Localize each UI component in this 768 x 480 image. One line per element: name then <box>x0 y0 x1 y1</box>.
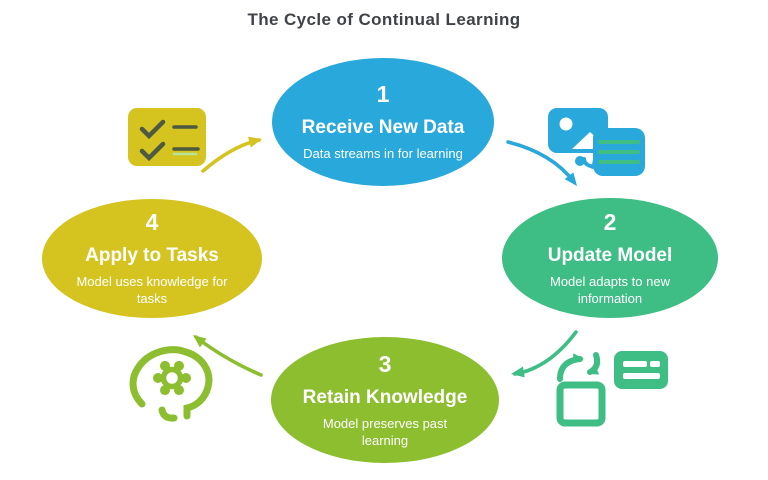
step-circle-update-model: 2 Update Model Model adapts to new infor… <box>498 194 722 322</box>
sync-box-icon <box>556 352 606 427</box>
data-stream-icon <box>548 108 608 170</box>
arrow-3-to-4 <box>193 335 263 377</box>
brain-gear-icon <box>129 346 213 422</box>
step-title: Apply to Tasks <box>85 245 219 267</box>
step-number: 4 <box>145 209 159 236</box>
step-description: Data streams in for learning <box>303 146 463 162</box>
step-title: Receive New Data <box>301 117 465 139</box>
step-number: 1 <box>376 81 390 108</box>
step-title: Update Model <box>547 244 673 266</box>
step-circle-receive-new-data: 1 Receive New Data Data streams in for l… <box>268 54 498 190</box>
step-description: Model uses knowledge for tasks <box>76 274 228 306</box>
step-circle-apply-to-tasks: 4 Apply to Tasks Model uses knowledge fo… <box>38 195 266 322</box>
arrow-2-to-3 <box>511 330 578 378</box>
step-description: Model adapts to new information <box>550 273 670 306</box>
step-number: 2 <box>603 208 617 235</box>
step-number: 3 <box>378 350 392 377</box>
checklist-icon <box>128 108 206 166</box>
step-description: Model preserves past learning <box>322 415 448 448</box>
diagram-title: The Cycle of Continual Learning <box>247 10 521 29</box>
step-circle-retain-knowledge: 3 Retain Knowledge Model preserves past … <box>267 333 503 467</box>
arrow-1-to-2 <box>506 140 577 186</box>
database-icon <box>593 128 645 176</box>
step-title: Retain Knowledge <box>302 386 468 408</box>
gear-glyph <box>153 360 191 396</box>
server-icon <box>614 351 668 389</box>
arrow-4-to-1 <box>201 136 262 173</box>
